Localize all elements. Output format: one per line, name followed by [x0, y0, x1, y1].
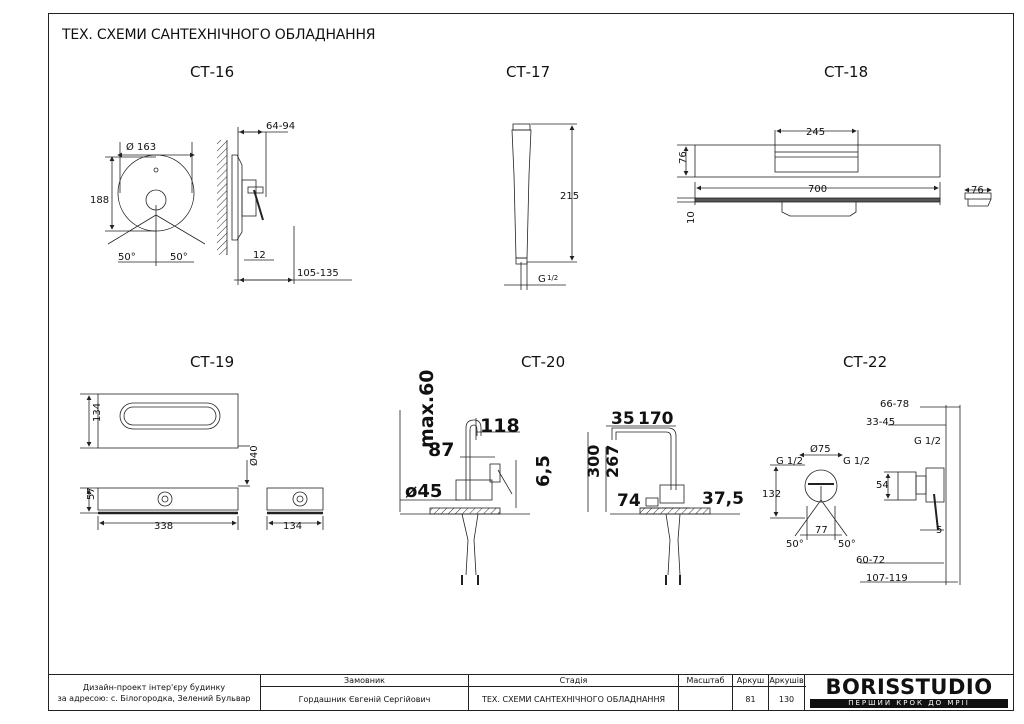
ct18-dim-height: 76	[678, 151, 689, 164]
ct19-dim-height: 134	[92, 403, 103, 422]
scale-label: Масштаб	[686, 676, 725, 685]
code-ct18: СТ-18	[824, 63, 869, 81]
stage-value: ТЕХ. СХЕМИ САНТЕХНІЧНОГО ОБЛАДНАННЯ	[481, 695, 666, 704]
ct19-dim-outlet: Ø40	[248, 445, 260, 466]
project-line-2: за адресою: с. Білогородка, Зелений Буль…	[57, 694, 251, 703]
ct19-dim-depth: 57	[86, 487, 97, 500]
ct18-dim-side-width: 76	[971, 185, 984, 196]
ct22-dim-total-depth: 107-119	[866, 573, 908, 584]
ct18-dim-thickness: 10	[686, 211, 697, 224]
ct22-dim-angle-right: 50°	[838, 539, 856, 550]
ct22-drawing	[770, 405, 961, 585]
ct22-dim-height: 132	[762, 489, 781, 500]
ct20-dim-base-diameter: ø45	[405, 481, 442, 502]
ct22-dim-depth: 66-78	[880, 399, 909, 410]
ct20-dim-top-reach: 170	[638, 409, 674, 429]
stage-label: Стадія	[559, 676, 588, 685]
title-block: Дизайн-проект інтер'єру будинку за адрес…	[48, 674, 1014, 711]
ct20-left-drawing	[399, 410, 530, 585]
customer-label: Замовник	[344, 676, 385, 685]
sheets-label: Аркушів	[769, 676, 804, 685]
ct20-dim-handle-offset: 37,5	[702, 489, 744, 509]
ct16-dim-angle-left: 50°	[118, 252, 136, 263]
code-ct16: СТ-16	[190, 63, 235, 81]
code-ct17: СТ-17	[506, 63, 551, 81]
code-ct19: СТ-19	[190, 353, 235, 371]
ct17-drawing	[504, 123, 577, 290]
ct19-drawing	[80, 393, 324, 530]
ct17-dim-thread-size: 1/2	[547, 274, 558, 282]
ct20-dim-spout-height: 87	[428, 439, 454, 461]
ct22-dim-diameter: Ø75	[810, 443, 831, 455]
ct22-dim-depth-2: 33-45	[866, 417, 895, 428]
ct16-dim-diameter: Ø 163	[126, 141, 156, 153]
ct22-dim-angle-left: 50°	[786, 539, 804, 550]
ct22-dim-install-depth: 60-72	[856, 555, 885, 566]
ct16-drawing	[105, 127, 352, 285]
drawing-frame	[48, 13, 1014, 711]
project-line-1: Дизайн-проект інтер'єру будинку	[82, 683, 226, 692]
page-title: ТЕХ. СХЕМИ САНТЕХНІЧНОГО ОБЛАДНАННЯ	[62, 27, 376, 43]
code-ct20: СТ-20	[521, 353, 566, 371]
ct18-dim-length: 700	[808, 184, 827, 195]
studio-slogan: ПЕРШИЙ КРОК ДО МРІЇ	[810, 699, 1008, 708]
ct19-dim-side-width: 134	[283, 521, 302, 532]
ct22-dim-offset: 5	[936, 525, 942, 536]
ct16-dim-depth: 64-94	[266, 121, 295, 132]
ct16-dim-angle-right: 50°	[170, 252, 188, 263]
ct18-drawing	[677, 128, 992, 217]
ct20-right-drawing	[587, 425, 740, 585]
sheet-value: 81	[745, 695, 756, 704]
ct18-dim-slot-width: 245	[806, 127, 825, 138]
ct22-dim-thread-side: G 1/2	[914, 436, 941, 447]
ct22-dim-width: 77	[815, 525, 828, 536]
ct20-dim-max-height: max.60	[416, 369, 438, 448]
studio-name: BORISSTUDIO	[825, 675, 993, 699]
ct17-dim-length: 215	[560, 191, 579, 202]
ct19-dim-length: 338	[154, 521, 173, 532]
sheets-value: 130	[778, 695, 795, 704]
ct20-dim-offset: 6,5	[533, 455, 554, 487]
studio-logo: BORISSTUDIO ПЕРШИЙ КРОК ДО МРІЇ	[806, 676, 1012, 709]
ct22-dim-thread-left: G 1/2	[776, 456, 803, 467]
ct16-dim-offset: 12	[253, 250, 266, 261]
ct22-dim-thread-right: G 1/2	[843, 456, 870, 467]
ct22-dim-side-height: 54	[876, 480, 889, 491]
ct20-dim-top-offset: 35	[611, 409, 635, 429]
ct20-dim-base-offset: 74	[617, 491, 641, 511]
ct17-dim-thread: G	[538, 274, 546, 285]
customer-value: Гордашник Євгеній Сергійович	[298, 695, 431, 704]
ct20-dim-reach: 118	[480, 415, 520, 437]
ct16-dim-height: 188	[90, 195, 109, 206]
code-ct22: СТ-22	[843, 353, 888, 371]
ct16-dim-total-depth: 105-135	[297, 268, 339, 279]
ct20-dim-total-height: 300	[584, 445, 603, 478]
ct20-dim-spout-height-2: 267	[603, 445, 622, 478]
sheet-label: Аркуш	[736, 676, 765, 685]
